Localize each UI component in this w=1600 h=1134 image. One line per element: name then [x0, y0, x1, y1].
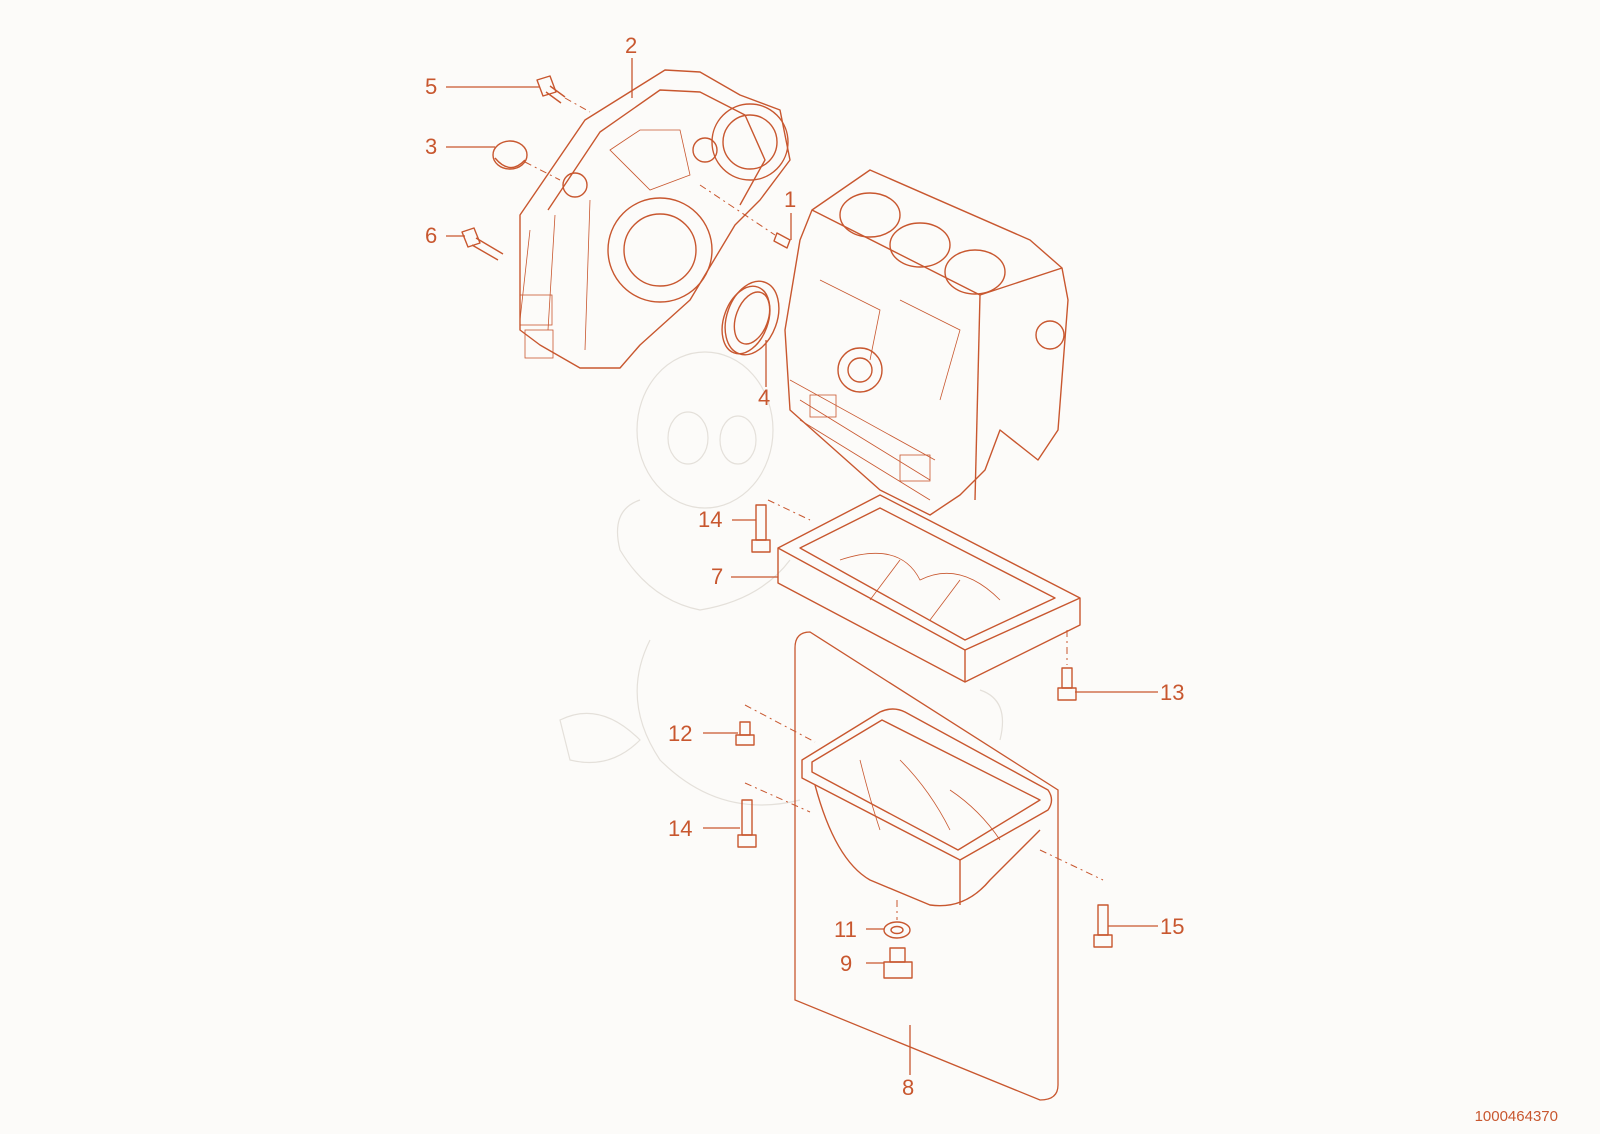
callout-6: 6 [425, 223, 437, 248]
group-bracket [794, 631, 1059, 1101]
callout-5: 5 [425, 74, 437, 99]
bolt-14-lower [737, 782, 811, 848]
callout-12: 12 [668, 721, 692, 746]
bolt-13 [1057, 630, 1077, 701]
cylinder-block [784, 169, 1069, 516]
callouts: 2 5 3 6 1 4 14 7 13 12 14 15 11 9 8 [425, 33, 1184, 1100]
watermark-figure [559, 351, 1004, 806]
callout-13: 13 [1160, 680, 1184, 705]
plug-3 [492, 140, 561, 181]
bolt-6 [461, 227, 504, 261]
callout-14-upper: 14 [698, 507, 722, 532]
bolt-15 [1039, 849, 1113, 948]
leader-lines [446, 58, 1158, 1075]
bolt-12 [735, 704, 816, 746]
callout-15: 15 [1160, 914, 1184, 939]
callout-4: 4 [758, 385, 770, 410]
bolt-5 [536, 75, 591, 113]
callout-3: 3 [425, 134, 437, 159]
callout-2: 2 [625, 33, 637, 58]
oil-pan-frame-7 [777, 494, 1081, 683]
bolt-14-upper [751, 499, 811, 553]
oil-seal-4 [721, 280, 780, 356]
dowel-pin-1 [699, 184, 791, 249]
callout-9: 9 [840, 951, 852, 976]
flywheel-housing [519, 69, 791, 369]
callout-11: 11 [834, 917, 857, 942]
callout-14-lower: 14 [668, 816, 692, 841]
oil-pan-8 [801, 708, 1053, 907]
washer-11 [883, 900, 911, 939]
callout-1: 1 [784, 187, 796, 212]
callout-7: 7 [711, 564, 723, 589]
document-number: 1000464370 [1475, 1108, 1558, 1125]
drain-plug-9 [883, 947, 913, 979]
callout-8: 8 [902, 1075, 914, 1100]
